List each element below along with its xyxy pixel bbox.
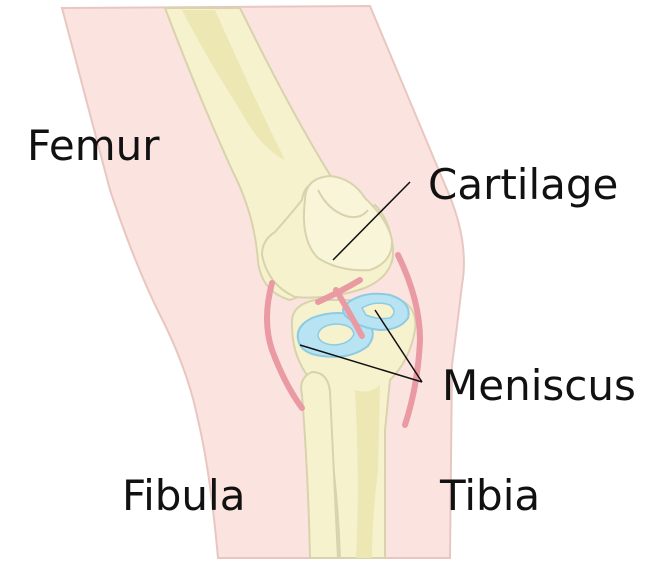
femur-label: Femur <box>27 121 160 170</box>
cartilage-label: Cartilage <box>428 160 618 209</box>
tibia-label: Tibia <box>439 471 540 520</box>
meniscus-label: Meniscus <box>442 361 636 410</box>
fibula-label: Fibula <box>122 471 245 520</box>
